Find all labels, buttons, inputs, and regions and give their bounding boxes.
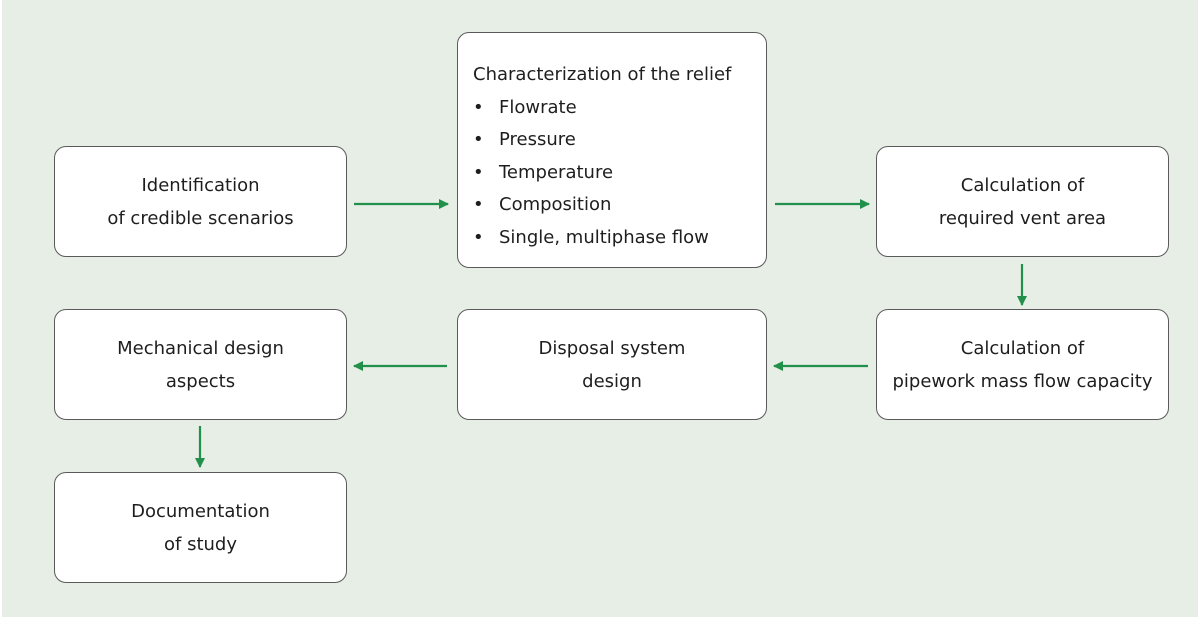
node-mechanical: Mechanical design aspects	[54, 309, 347, 420]
list-item-label: Pressure	[499, 129, 576, 150]
bullet-icon: •	[473, 96, 484, 118]
node-documentation-line2: of study	[164, 533, 237, 555]
node-disposal-line1: Disposal system	[538, 337, 686, 359]
node-mass-flow-line2: pipework mass flow capacity	[892, 370, 1153, 392]
node-characterization-heading: Characterization of the relief	[473, 64, 732, 85]
node-disposal-line2: design	[582, 370, 642, 392]
list-item: • Composition	[473, 189, 709, 222]
bullet-icon: •	[473, 194, 484, 215]
list-item-label: Flowrate	[499, 96, 577, 118]
list-item-label: Temperature	[499, 161, 614, 183]
characterization-list: • Flowrate • Pressure • Temperature • Compos…	[473, 92, 709, 255]
node-mass-flow-line1: Calculation of	[960, 337, 1085, 359]
list-item: • Flowrate	[473, 92, 709, 125]
node-vent-area-line1: Calculation of	[960, 174, 1085, 196]
node-documentation-line1: Documentation	[131, 500, 270, 522]
bullet-icon: •	[473, 129, 484, 150]
node-identification: Identification of credible scenarios	[54, 146, 347, 257]
node-identification-line2: of credible scenarios	[107, 207, 294, 229]
list-item: • Temperature	[473, 157, 709, 190]
node-vent-area-line2: required vent area	[938, 207, 1107, 229]
node-documentation: Documentation of study	[54, 472, 347, 583]
list-item: • Pressure	[473, 124, 709, 157]
node-mass-flow: Calculation of pipework mass flow capaci…	[876, 309, 1169, 420]
list-item-label: Composition	[499, 194, 612, 215]
list-item-label: Single, multiphase flow	[499, 226, 709, 248]
list-item: • Single, multiphase flow	[473, 222, 709, 255]
bullet-icon: •	[473, 226, 484, 248]
node-mechanical-line2: aspects	[165, 370, 236, 392]
node-mechanical-line1: Mechanical design	[117, 337, 284, 359]
bullet-icon: •	[473, 161, 484, 183]
node-vent-area: Calculation of required vent area	[876, 146, 1169, 257]
node-disposal: Disposal system design	[457, 309, 767, 420]
node-identification-line1: Identification	[141, 174, 260, 196]
node-characterization: Characterization of the relief • Flowrate…	[457, 32, 767, 268]
